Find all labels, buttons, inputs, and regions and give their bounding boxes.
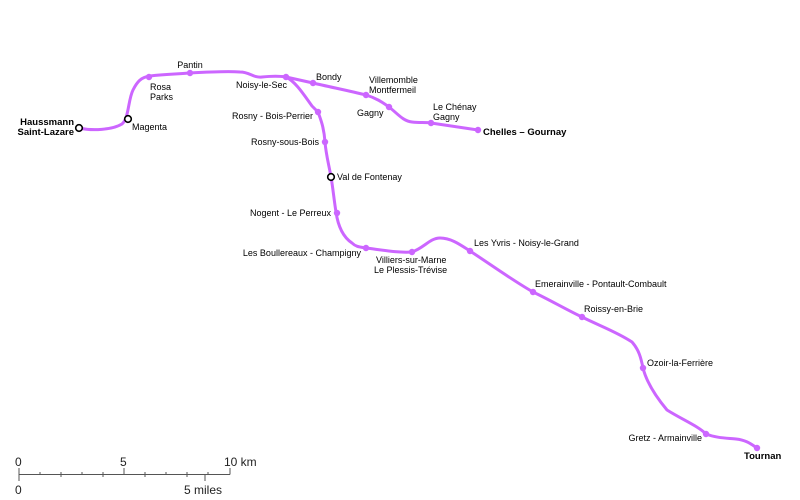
label-roissy: Roissy-en-Brie xyxy=(584,304,643,314)
station-dot-villemomble[interactable] xyxy=(362,91,370,99)
scale-bar-line xyxy=(18,468,231,481)
scale-bar: 0 5 10 km 0 5 miles xyxy=(15,455,257,497)
label-le-chenay: Le Chénay xyxy=(433,102,477,112)
route-trunk xyxy=(77,70,288,132)
station-dot-pantin[interactable] xyxy=(186,69,194,77)
interchange-val-de-fontenay[interactable] xyxy=(326,172,336,182)
station-dot-noisy-le-sec[interactable] xyxy=(282,73,290,81)
station-dot-nogent[interactable] xyxy=(333,209,341,217)
station-dots xyxy=(145,69,761,452)
scale-km-0: 0 xyxy=(15,455,22,469)
interchange-haussmann[interactable] xyxy=(74,123,84,133)
station-dot-villiers[interactable] xyxy=(408,248,416,256)
station-dot-gretz[interactable] xyxy=(702,430,710,438)
label-tournan: Tournan xyxy=(744,451,781,462)
label-boullereaux: Les Boullereaux - Champigny xyxy=(243,248,362,258)
label-bondy: Bondy xyxy=(316,72,342,82)
label-haussmann: Haussmann xyxy=(20,117,74,128)
station-dot-chelles[interactable] xyxy=(474,126,482,134)
station-dot-rosny-sous-bois[interactable] xyxy=(321,138,329,146)
label-ozoir: Ozoir-la-Ferrière xyxy=(647,358,713,368)
label-gagny: Gagny xyxy=(357,108,384,118)
station-dot-emerainville[interactable] xyxy=(529,288,537,296)
station-dot-boullereaux[interactable] xyxy=(362,244,370,252)
label-chelles: Chelles – Gournay xyxy=(483,127,567,138)
label-le-chenay-gagny: Gagny xyxy=(433,112,460,122)
label-noisy-le-sec: Noisy-le-Sec xyxy=(236,80,288,90)
station-dot-gagny[interactable] xyxy=(385,103,393,111)
label-parks: Parks xyxy=(150,92,174,102)
station-dot-les-yvris[interactable] xyxy=(466,247,474,255)
label-villemomble: Villemomble xyxy=(369,75,418,85)
station-dot-tournan[interactable] xyxy=(753,444,761,452)
interchange-dots xyxy=(74,114,336,182)
scale-mi-0: 0 xyxy=(15,483,22,497)
label-gretz: Gretz - Armainville xyxy=(628,433,702,443)
station-dot-roissy[interactable] xyxy=(578,313,586,321)
station-labels: Haussmann Saint-Lazare Magenta Rosa Park… xyxy=(18,60,782,462)
label-nogent: Nogent - Le Perreux xyxy=(250,208,332,218)
label-pantin: Pantin xyxy=(177,60,203,70)
station-dot-rosny-bois-perrier[interactable] xyxy=(314,108,322,116)
label-val-de-fontenay: Val de Fontenay xyxy=(337,172,402,182)
label-rosny-bois-perrier: Rosny - Bois-Perrier xyxy=(232,111,313,121)
label-montfermeil: Montfermeil xyxy=(369,85,416,95)
route-branch-tournan xyxy=(284,75,759,450)
station-dot-bondy[interactable] xyxy=(309,79,317,87)
station-dot-le-chenay-gagny[interactable] xyxy=(427,119,435,127)
station-dot-ozoir[interactable] xyxy=(639,364,647,372)
label-magenta: Magenta xyxy=(132,122,167,132)
label-les-yvris: Les Yvris - Noisy-le-Grand xyxy=(474,238,579,248)
label-rosa: Rosa xyxy=(150,82,171,92)
scale-km-5: 5 xyxy=(120,455,127,469)
label-saint-lazare: Saint-Lazare xyxy=(18,127,75,138)
scale-mi-5: 5 miles xyxy=(184,483,222,497)
scale-km-10: 10 km xyxy=(224,455,257,469)
label-rosny-sous-bois: Rosny-sous-Bois xyxy=(251,137,320,147)
interchange-magenta[interactable] xyxy=(123,114,133,124)
label-plessis: Le Plessis-Trévise xyxy=(374,265,447,275)
label-villiers: Villiers-sur-Marne xyxy=(376,255,446,265)
station-dot-rosa-parks[interactable] xyxy=(145,73,153,81)
label-emerainville: Emerainville - Pontault-Combault xyxy=(535,279,667,289)
